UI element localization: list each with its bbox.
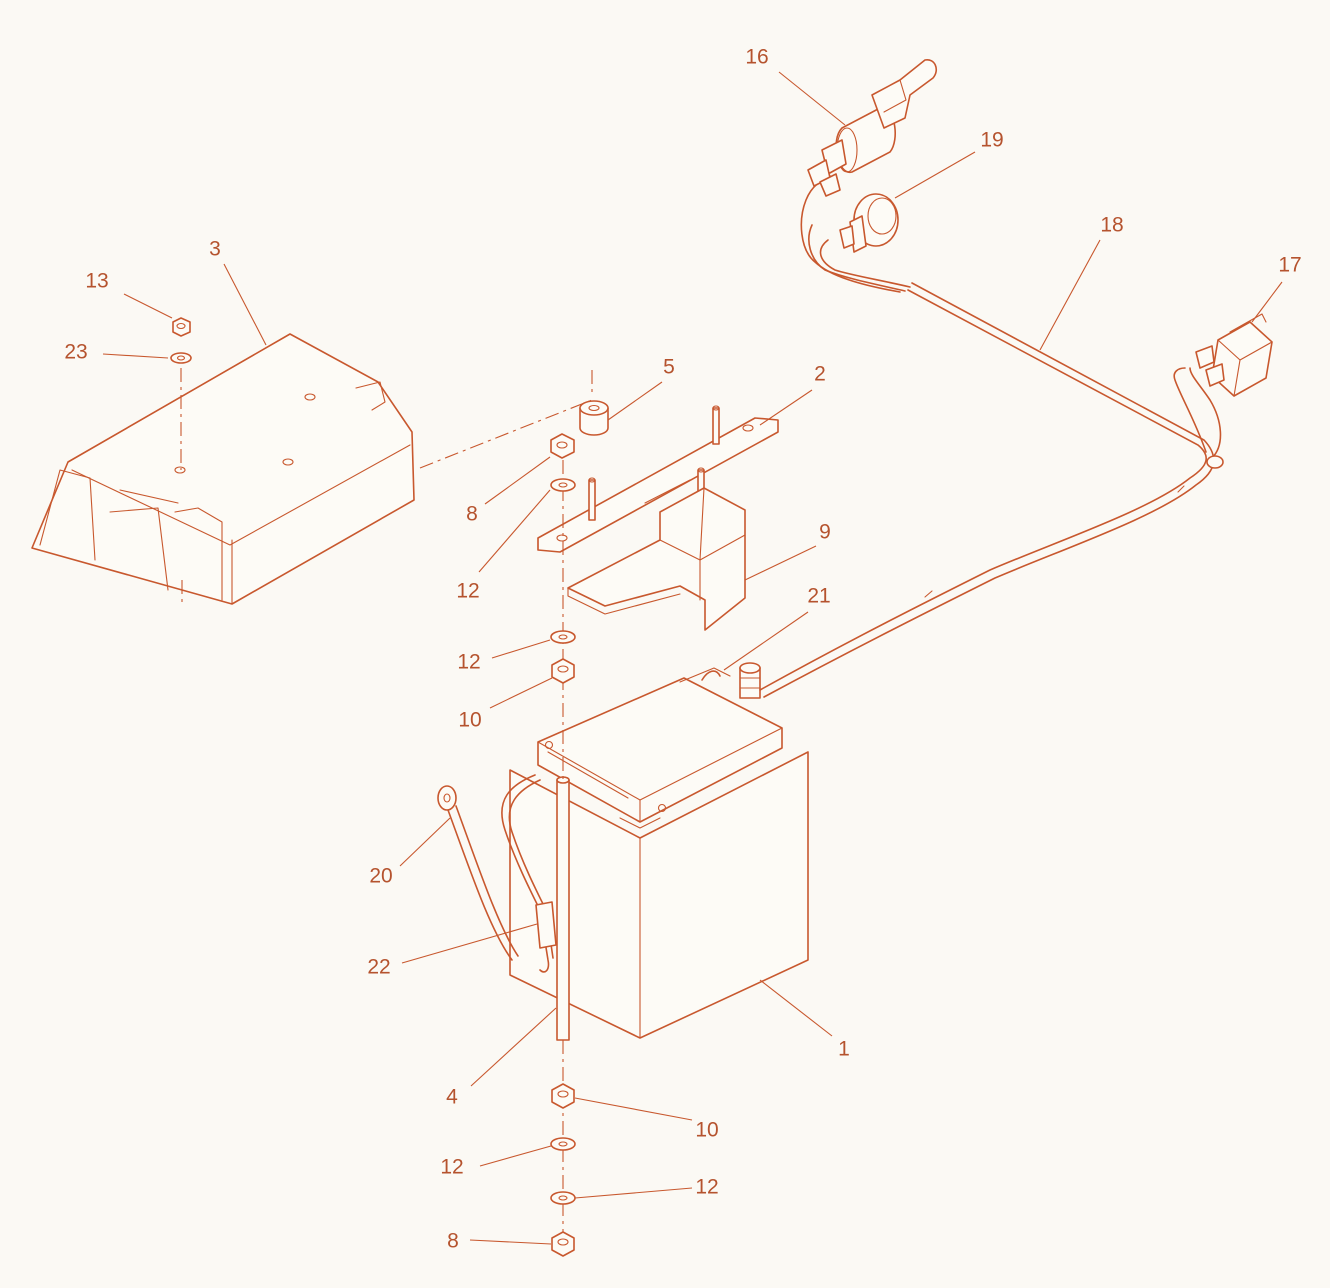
callout-13: 13 [85, 270, 108, 293]
callout-8-upper: 8 [466, 503, 478, 526]
battery [509, 667, 809, 1039]
mid-washer [550, 630, 576, 644]
cover-washer [170, 352, 192, 364]
upper-washer [550, 478, 576, 492]
positive-cable [501, 774, 557, 973]
round-switch [839, 193, 899, 253]
callout-23: 23 [64, 341, 87, 364]
cover-alignment-line [419, 399, 593, 469]
callout-4: 4 [446, 1086, 458, 1109]
lower-nut-8 [551, 1231, 575, 1257]
lower-nut-10 [551, 1083, 575, 1109]
leader-lines [102, 71, 1283, 1245]
callout-10-lower: 10 [695, 1119, 718, 1142]
callout-5: 5 [663, 356, 675, 379]
callout-12-mid: 12 [457, 651, 480, 674]
callout-1: 1 [838, 1038, 850, 1061]
wire-harness [759, 175, 1224, 698]
callout-9: 9 [819, 521, 831, 544]
callouts: 16 19 18 17 3 13 23 5 2 8 12 9 21 12 10 … [64, 46, 1301, 1253]
callout-8-lower: 8 [447, 1230, 459, 1253]
callout-17: 17 [1278, 254, 1301, 277]
hold-down-bracket [537, 405, 779, 553]
callout-18: 18 [1100, 214, 1123, 237]
terminal-post [739, 662, 761, 699]
callout-12-lower-a: 12 [440, 1156, 463, 1179]
lower-washer-a [550, 1137, 576, 1151]
callout-10-mid: 10 [458, 709, 481, 732]
battery-bracket [567, 479, 746, 631]
mid-nut [551, 658, 575, 684]
callout-12-lower-b: 12 [695, 1176, 718, 1199]
callout-3: 3 [209, 238, 221, 261]
callout-22: 22 [367, 956, 390, 979]
tie-rod [556, 776, 570, 1041]
battery-cover [31, 333, 415, 605]
callout-20: 20 [369, 865, 392, 888]
cover-nut [172, 317, 191, 337]
callout-12-upper: 12 [456, 580, 479, 603]
spacer [579, 400, 609, 436]
ignition-switch [807, 59, 937, 197]
ground-cable [437, 785, 519, 961]
callout-21: 21 [807, 585, 830, 608]
lower-washer-b [550, 1191, 576, 1205]
callout-19: 19 [980, 129, 1003, 152]
callout-2: 2 [814, 363, 826, 386]
switch-module [1195, 313, 1273, 397]
callout-16: 16 [745, 46, 768, 69]
upper-nut [550, 433, 575, 459]
